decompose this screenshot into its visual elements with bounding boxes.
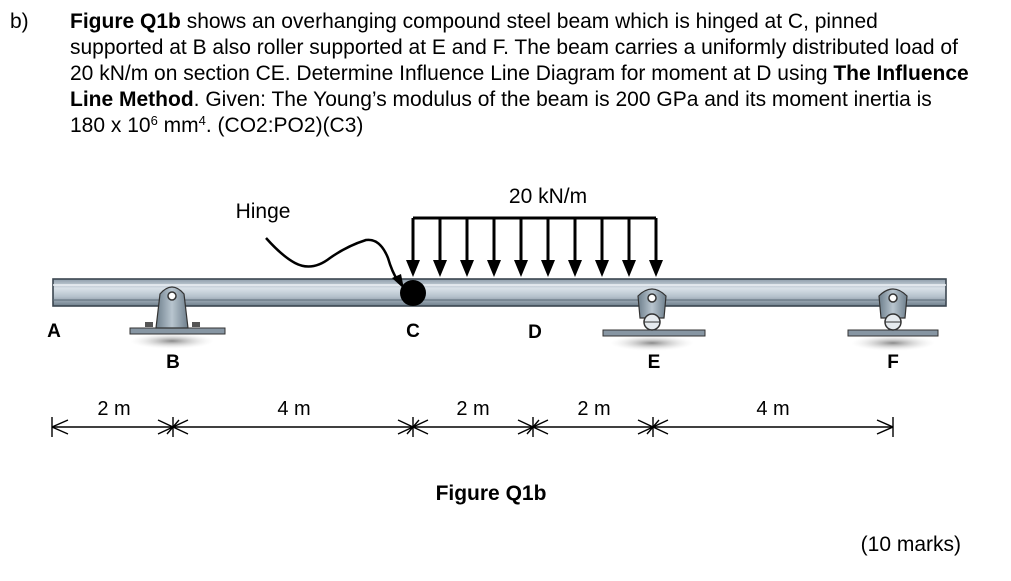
dimension-line [51,417,894,437]
dimension-slash [646,419,660,435]
udl-load [406,216,663,277]
udl-arrow-head-icon [649,260,663,277]
dimension-arrowhead-icon [157,419,174,435]
beam [52,278,947,307]
pin-support-b-icon [129,286,226,349]
udl-arrow-head-icon [622,260,636,277]
roller-support-f-icon [847,288,939,351]
marks-label: (10 marks) [860,533,961,556]
udl-arrow-head-icon [433,260,447,277]
dimension-arrowhead-icon [51,419,69,435]
load-label: 20 kN/m [509,185,587,208]
dimension-arrowhead-icon [876,419,894,435]
point-f-label: F [887,352,899,373]
question-text-part-4: . (CO2:PO2)(C3) [205,114,364,137]
hinge-c-icon [400,280,426,306]
dimension-arrowhead-icon [412,419,429,435]
dimension-ticks [51,417,894,437]
dimension-arrowhead-icon [172,419,189,435]
figure-caption: Figure Q1b [436,482,547,505]
roller-support-e-icon [602,288,706,351]
span-de-label: 2 m [577,398,610,420]
udl-arrow-head-icon [514,260,528,277]
point-d-label: D [528,322,542,343]
exponent-4: 4 [198,113,206,128]
udl-arrow-head-icon [541,260,555,277]
dimension-arrowhead-icon [517,419,534,435]
udl-arrows [406,218,663,277]
figure-reference: Figure Q1b [70,10,181,33]
question-text-part-2: . Given: The Young’s modulus of the beam… [70,88,932,137]
hinge-pointer [265,237,400,282]
exponent-6: 6 [150,113,158,128]
dimension-arrowhead-icon [397,419,414,435]
dimension-arrowhead-icon [532,419,549,435]
point-c-label: C [406,321,420,342]
udl-arrow-head-icon [568,260,582,277]
span-cd-label: 2 m [456,398,489,420]
question-text-part-1: shows an overhanging compound steel beam… [70,10,958,85]
span-bc-label: 4 m [277,398,310,420]
point-b-label: B [166,352,180,373]
dimension-slash [406,419,420,435]
dimension-slash [166,419,180,435]
question-text: Figure Q1b shows an overhanging compound… [70,9,970,139]
hinge-label: Hinge [236,200,291,223]
question-label: b) [10,10,29,33]
span-ab-label: 2 m [97,398,130,420]
point-e-label: E [648,352,661,373]
udl-arrow-head-icon [460,260,474,277]
point-a-label: A [47,321,61,342]
question-text-part-3: mm [157,114,199,137]
hinge-pointer-arrowhead [392,274,404,289]
dimension-slash [526,419,540,435]
dimension-arrowhead-icon [637,419,654,435]
udl-arrow-head-icon [487,260,501,277]
udl-arrow-head-icon [406,260,420,277]
method-name: The Influence Line Method [70,62,969,111]
span-ef-label: 4 m [756,398,789,420]
udl-arrow-head-icon [595,260,609,277]
dimension-arrowhead-icon [652,419,669,435]
